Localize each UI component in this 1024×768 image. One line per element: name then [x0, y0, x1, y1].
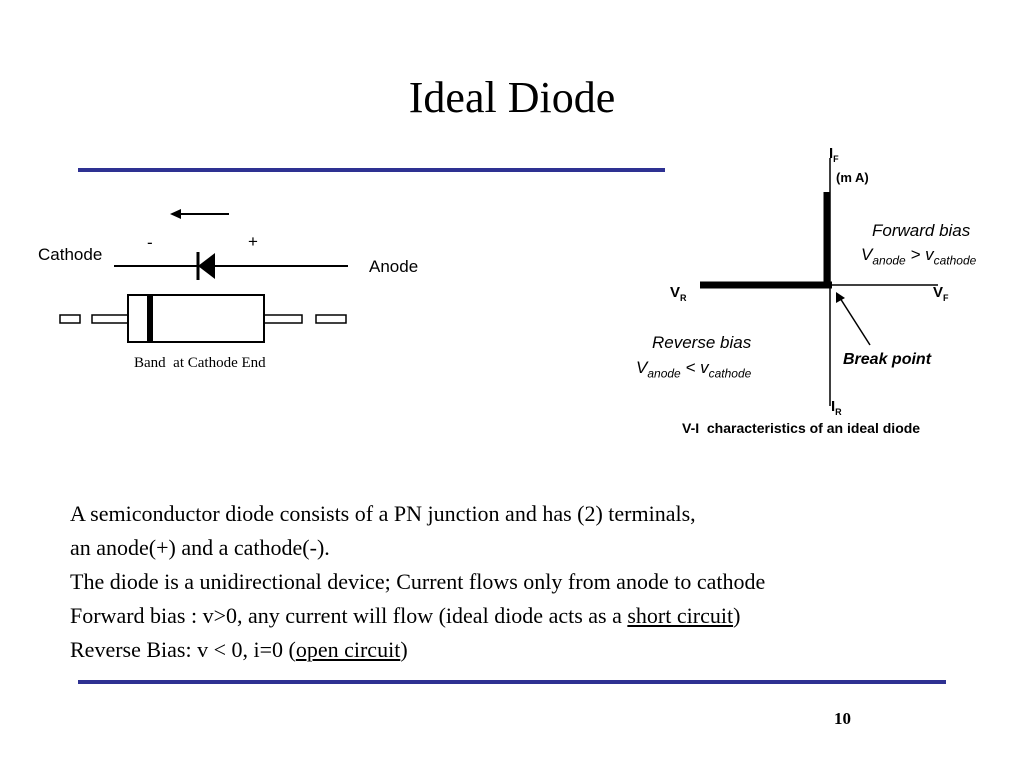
anode-label: Anode — [369, 257, 419, 276]
top-rule — [78, 168, 665, 172]
slide-title: Ideal Diode — [408, 73, 616, 122]
current-unit-label: (m A) — [836, 170, 869, 185]
vr-axis-label: VR — [670, 284, 687, 303]
forward-bias-title: Forward bias — [872, 221, 971, 240]
current-direction-arrow — [170, 209, 229, 219]
minus-sign: - — [147, 233, 153, 252]
vf-axis-label: VF — [933, 284, 949, 303]
body-line: A semiconductor diode consists of a PN j… — [70, 501, 696, 526]
body-line: Reverse Bias: v < 0, i=0 (open circuit) — [70, 637, 408, 662]
reverse-bias-title: Reverse bias — [652, 333, 752, 352]
diode-package — [59, 294, 347, 343]
ir-axis-label: IR — [831, 398, 842, 417]
body-line: The diode is a unidirectional device; Cu… — [70, 569, 766, 594]
open-circuit-link[interactable]: open circuit — [295, 637, 401, 662]
body-line: Forward bias : v>0, any current will flo… — [70, 603, 741, 628]
diode-symbol-diagram — [59, 209, 348, 343]
body-text: A semiconductor diode consists of a PN j… — [70, 497, 765, 667]
package-caption: Band at Cathode End — [134, 355, 266, 371]
break-point-arrow — [836, 292, 871, 346]
cathode-label: Cathode — [38, 245, 103, 264]
reverse-bias-condition: Vanode < vcathode — [636, 358, 752, 381]
body-line: an anode(+) and a cathode(-). — [70, 535, 330, 560]
break-point-label: Break point — [843, 351, 932, 368]
vi-characteristic-graph — [700, 158, 938, 406]
short-circuit-link[interactable]: short circuit — [627, 603, 734, 628]
bottom-rule — [78, 680, 946, 684]
plus-sign: + — [248, 232, 258, 251]
if-axis-label: IF — [829, 145, 839, 164]
forward-bias-condition: Vanode > vcathode — [861, 245, 977, 268]
vi-graph-caption: V-I characteristics of an ideal diode — [682, 420, 921, 436]
diode-symbol — [196, 252, 215, 280]
page-number: 10 — [834, 709, 851, 728]
